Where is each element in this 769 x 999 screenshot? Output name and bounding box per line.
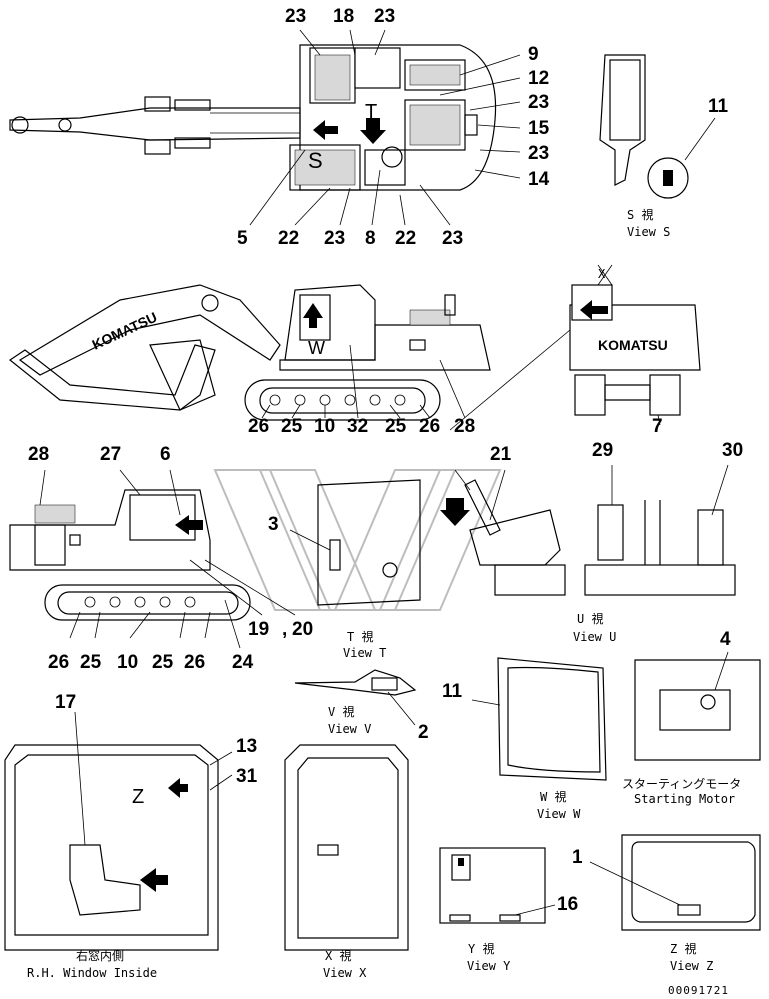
svg-text:25: 25 bbox=[152, 652, 174, 673]
svg-text:View Y: View Y bbox=[467, 959, 511, 973]
svg-text:21: 21 bbox=[490, 444, 512, 465]
svg-text:,: , bbox=[282, 619, 287, 640]
svg-text:X 視: X 視 bbox=[325, 948, 351, 963]
svg-text:23: 23 bbox=[528, 143, 549, 164]
svg-text:25: 25 bbox=[385, 416, 407, 437]
svg-text:W 視: W 視 bbox=[540, 789, 566, 804]
svg-text:26: 26 bbox=[419, 416, 440, 437]
svg-text:6: 6 bbox=[160, 444, 171, 465]
svg-text:View V: View V bbox=[328, 722, 371, 736]
label-s: S bbox=[308, 148, 323, 173]
svg-text:S 視: S 視 bbox=[627, 207, 653, 222]
main-side-view: KOMATSU W bbox=[8, 284, 571, 431]
svg-text:スターティングモータ: スターティングモータ bbox=[622, 777, 741, 791]
svg-text:View S: View S bbox=[627, 225, 670, 239]
svg-text:26: 26 bbox=[48, 652, 69, 673]
svg-text:Starting Motor: Starting Motor bbox=[634, 792, 735, 806]
svg-text:27: 27 bbox=[100, 444, 121, 465]
svg-text:13: 13 bbox=[236, 736, 257, 757]
svg-text:26: 26 bbox=[248, 416, 269, 437]
svg-text:Z: Z bbox=[132, 786, 144, 808]
svg-text:View W: View W bbox=[537, 807, 581, 821]
svg-text:28: 28 bbox=[28, 444, 49, 465]
label-w: W bbox=[308, 338, 325, 358]
svg-text:23: 23 bbox=[528, 92, 549, 113]
svg-text:23: 23 bbox=[374, 6, 395, 27]
svg-text:19: 19 bbox=[248, 619, 269, 640]
svg-text:29: 29 bbox=[592, 440, 613, 461]
svg-text:31: 31 bbox=[236, 766, 258, 787]
svg-text:7: 7 bbox=[652, 416, 663, 437]
svg-text:1: 1 bbox=[572, 847, 583, 868]
svg-text:24: 24 bbox=[232, 652, 254, 673]
svg-text:17: 17 bbox=[55, 692, 76, 713]
svg-text:View X: View X bbox=[323, 966, 367, 980]
svg-text:15: 15 bbox=[528, 118, 550, 139]
svg-text:22: 22 bbox=[395, 228, 416, 249]
svg-text:10: 10 bbox=[117, 652, 138, 673]
svg-text:23: 23 bbox=[442, 228, 463, 249]
label-x: X bbox=[598, 267, 606, 281]
starting-motor: 4 スターティングモータ Starting Motor bbox=[622, 629, 761, 806]
svg-text:2: 2 bbox=[418, 722, 429, 743]
svg-text:View Z: View Z bbox=[670, 959, 713, 973]
view-v: 2 V 視 View V bbox=[294, 669, 429, 743]
svg-text:28: 28 bbox=[454, 416, 475, 437]
rear-view: KOMATSU X bbox=[569, 264, 701, 426]
svg-text:22: 22 bbox=[278, 228, 299, 249]
view-z: 1 Z 視 View Z bbox=[572, 834, 761, 973]
svg-text:View U: View U bbox=[573, 630, 616, 644]
svg-text:16: 16 bbox=[557, 894, 578, 915]
svg-text:9: 9 bbox=[528, 44, 539, 65]
svg-text:10: 10 bbox=[314, 416, 335, 437]
svg-text:V 視: V 視 bbox=[328, 704, 354, 719]
svg-text:23: 23 bbox=[285, 6, 306, 27]
svg-text:18: 18 bbox=[333, 6, 354, 27]
view-x: X 視 View X bbox=[284, 744, 409, 980]
svg-text:20: 20 bbox=[292, 619, 313, 640]
view-w: 11 W 視 View W bbox=[442, 657, 607, 821]
watermark bbox=[213, 469, 502, 611]
top-view-numbers: 23 18 23 9 12 23 15 23 14 5 22 23 8 22 2… bbox=[237, 6, 550, 249]
svg-text:右窓内側: 右窓内側 bbox=[76, 948, 124, 963]
drawing-code: 00091721 bbox=[668, 984, 729, 997]
svg-text:26: 26 bbox=[184, 652, 205, 673]
svg-text:Z 視: Z 視 bbox=[670, 941, 696, 956]
svg-text:View T: View T bbox=[343, 646, 386, 660]
svg-text:R.H. Window Inside: R.H. Window Inside bbox=[27, 966, 157, 980]
svg-text:11: 11 bbox=[708, 96, 729, 117]
svg-text:8: 8 bbox=[365, 228, 376, 249]
view-y: 16 Y 視 View Y bbox=[439, 847, 578, 973]
svg-text:11: 11 bbox=[442, 681, 463, 702]
svg-text:Y 視: Y 視 bbox=[468, 941, 494, 956]
svg-text:4: 4 bbox=[720, 629, 731, 650]
seat-lever-view: 21 bbox=[440, 444, 566, 596]
svg-text:T: T bbox=[365, 101, 377, 123]
rh-window-inside: Z 17 13 31 右窓内側 R.H. Window Inside bbox=[4, 692, 258, 980]
svg-text:32: 32 bbox=[347, 416, 368, 437]
svg-text:3: 3 bbox=[268, 514, 279, 535]
svg-text:14: 14 bbox=[528, 169, 550, 190]
svg-text:25: 25 bbox=[80, 652, 102, 673]
view-t: T 視 View T bbox=[289, 479, 421, 660]
lower-left-numbers: 28 27 6 26 25 10 25 26 24 19 , 20 3 bbox=[28, 444, 313, 673]
svg-text:25: 25 bbox=[281, 416, 303, 437]
top-view-drawing: S T bbox=[9, 29, 521, 226]
svg-text:5: 5 bbox=[237, 228, 248, 249]
svg-text:U 視: U 視 bbox=[577, 611, 603, 626]
rear-brand: KOMATSU bbox=[598, 337, 668, 353]
main-side-numbers: 26 25 10 32 25 26 28 7 bbox=[248, 416, 663, 437]
view-u: 29 30 U 視 View U bbox=[573, 440, 743, 644]
svg-text:T 視: T 視 bbox=[347, 629, 373, 644]
view-s: 11 S 視 View S bbox=[599, 54, 729, 239]
lower-left-view bbox=[9, 469, 296, 649]
svg-text:30: 30 bbox=[722, 440, 743, 461]
boom-brand: KOMATSU bbox=[90, 309, 160, 353]
svg-text:12: 12 bbox=[528, 68, 549, 89]
svg-text:23: 23 bbox=[324, 228, 345, 249]
